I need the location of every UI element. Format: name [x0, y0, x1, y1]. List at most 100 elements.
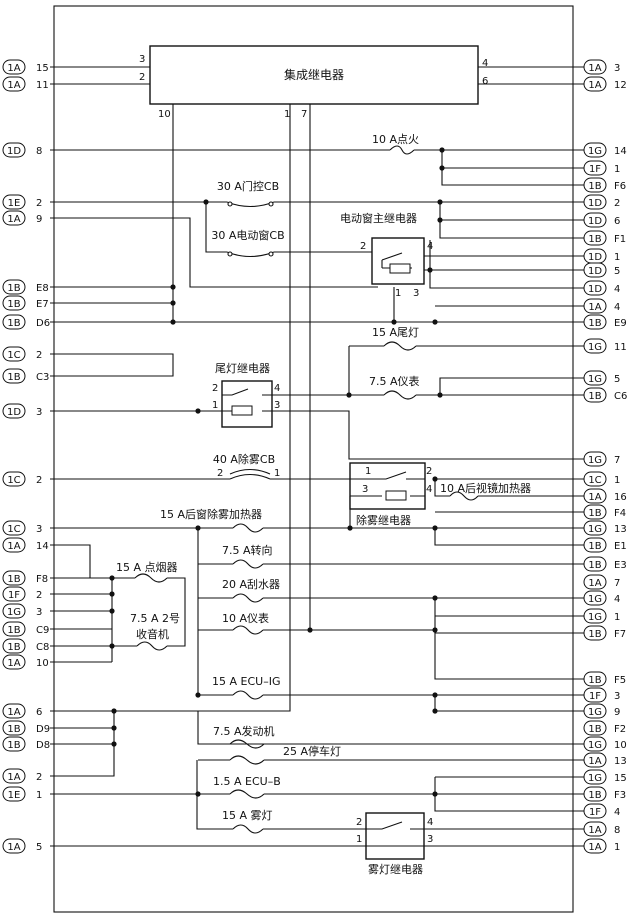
left-connector-oval [2, 59, 26, 75]
right-connector-pin: F6 [614, 181, 626, 192]
right-connector-id: 1G [588, 740, 602, 751]
right-connector-id: 1G [588, 707, 602, 718]
right-connector-pin: 16 [614, 492, 627, 503]
power-window-relay-label: 电动窗主继电器 [340, 211, 417, 225]
junction-dots [109, 147, 445, 797]
defogger-relay-label: 除雾继电器 [356, 513, 411, 527]
right-connector-id: 1D [588, 252, 602, 263]
left-connector-id: 1B [7, 642, 20, 653]
left-connector-pin: 2 [36, 590, 42, 601]
right-connector-pin: E3 [614, 560, 627, 571]
left-connector-oval [2, 520, 26, 536]
right-connector-oval [583, 625, 607, 641]
right-connector-oval [583, 387, 607, 403]
pw-relay-pin-1: 1 [395, 288, 401, 299]
left-connector: 1F 2 [2, 586, 42, 602]
right-connector-id: 1F [589, 807, 601, 818]
right-connector-oval [583, 262, 607, 278]
right-connector-id: 1B [588, 508, 601, 519]
right-connector: 1F 4 [583, 803, 620, 819]
right-connector-id: 1G [588, 773, 602, 784]
right-connector-id: 1D [588, 216, 602, 227]
left-connector-pin: C9 [36, 625, 49, 636]
right-connector-pin: F2 [614, 724, 626, 735]
left-connector-id: 1F [8, 590, 20, 601]
fuse-label-stop: 25 A停车灯 [283, 744, 341, 758]
left-connector-id: 1B [7, 283, 20, 294]
right-connector-id: 1B [588, 790, 601, 801]
left-connector-id: 1B [7, 625, 20, 636]
left-connector-id: 1B [7, 299, 20, 310]
fuse-label-engine: 7.5 A发动机 [213, 724, 275, 738]
left-connector-pin: 9 [36, 214, 42, 225]
right-connector-oval [583, 520, 607, 536]
right-connector-id: 1B [588, 541, 601, 552]
left-connector-oval [2, 314, 26, 330]
fuse-symbols [134, 145, 479, 834]
left-connector-pin: 5 [36, 842, 42, 853]
defog-relay-pin-2: 2 [426, 466, 432, 477]
tail-relay-pin-2: 2 [212, 383, 218, 394]
right-connector-oval [583, 838, 607, 854]
left-connector-id: 1B [7, 318, 20, 329]
right-connector-pin: 4 [614, 807, 620, 818]
right-connector-oval [583, 752, 607, 768]
right-connector-oval [583, 590, 607, 606]
right-connector-pin: 4 [614, 594, 620, 605]
breaker-defog-pin-1: 1 [274, 468, 280, 479]
right-connector-pin: 10 [614, 740, 627, 751]
right-connector-pin: 3 [614, 691, 620, 702]
right-connector-pin: 3 [614, 63, 620, 74]
left-connector-pin: 2 [36, 350, 42, 361]
left-connector-pin: E8 [36, 283, 49, 294]
right-connector-pin: 4 [614, 284, 620, 295]
right-connector-oval [583, 298, 607, 314]
right-connector-oval [583, 574, 607, 590]
central-pin-3: 3 [139, 54, 145, 65]
left-connector-pin: F8 [36, 574, 48, 585]
right-connector-id: 1D [588, 284, 602, 295]
left-connector-pin: 2 [36, 198, 42, 209]
right-connector-pin: 1 [614, 252, 620, 263]
integration-relay: 集成继电器 3 2 4 6 10 1 7 [139, 45, 488, 120]
right-connector-pin: 7 [614, 455, 620, 466]
fuse-label-wiper: 20 A刮水器 [222, 577, 280, 591]
right-connector-pin: 1 [614, 164, 620, 175]
left-connector-pin: 3 [36, 407, 42, 418]
right-connector-oval [583, 537, 607, 553]
left-connector-oval [2, 194, 26, 210]
tail-relay-pin-1: 1 [212, 400, 218, 411]
right-connector-pin: E9 [614, 318, 627, 329]
right-connector-oval [583, 488, 607, 504]
right-connector-pin: F5 [614, 675, 626, 686]
fog-relay-pin-3: 3 [427, 834, 433, 845]
right-connector-id: 1B [588, 629, 601, 640]
fuse-label-gauge-2: 10 A仪表 [222, 611, 269, 625]
left-connector-oval [2, 703, 26, 719]
left-connector-id: 1A [7, 63, 20, 74]
left-connector-id: 1A [7, 772, 20, 783]
left-connector-id: 1A [7, 707, 20, 718]
breaker-defog-label: 40 A除雾CB [213, 452, 275, 466]
fog-relay-pin-4: 4 [427, 817, 433, 828]
